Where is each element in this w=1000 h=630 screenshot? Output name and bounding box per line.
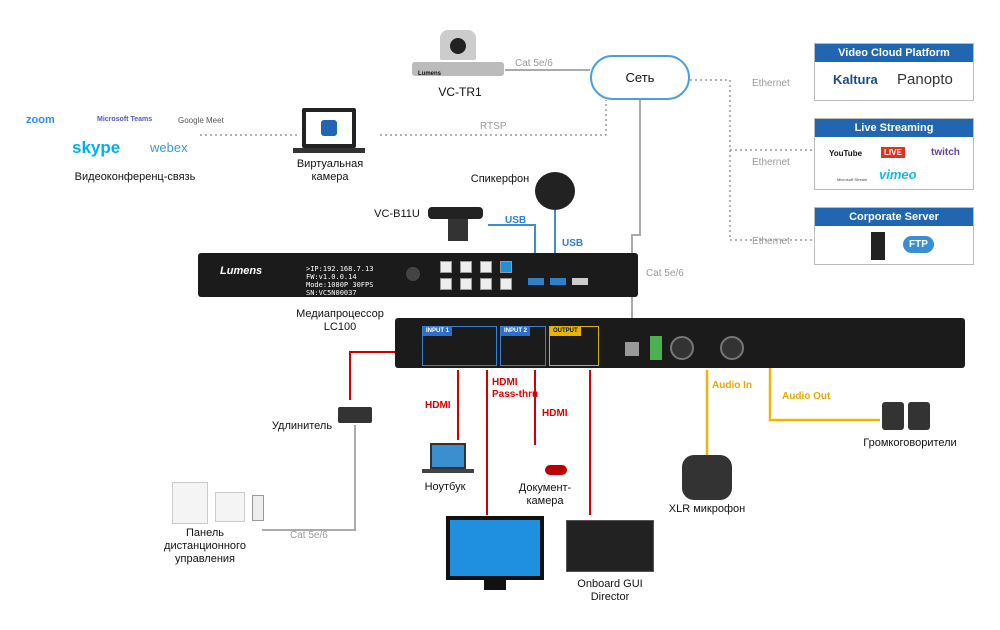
- usb-label: USB: [562, 238, 584, 249]
- virtual-camera-label: Виртуальная камера: [296, 158, 364, 183]
- lc100-rear: INPUT 1 INPUT 2 OUTPUT: [395, 318, 965, 368]
- teams-logo: Microsoft Teams: [97, 116, 153, 123]
- ethernet-label: Ethernet: [752, 78, 790, 89]
- webcam-label: VC-B11U: [374, 208, 420, 220]
- ethernet-label: Ethernet: [752, 157, 790, 168]
- control-knob[interactable]: [406, 267, 420, 281]
- cat-label-top: Cat 5e/6: [515, 58, 553, 69]
- ms-stream-logo: Microsoft Stream: [837, 177, 868, 182]
- scene-button[interactable]: [440, 278, 452, 290]
- laptop-base: [293, 148, 365, 153]
- switch-button[interactable]: [500, 278, 512, 290]
- monitor: [446, 516, 544, 580]
- ethernet-label: Ethernet: [752, 236, 790, 247]
- pbp-button[interactable]: [480, 278, 492, 290]
- ethernet-port: [625, 342, 639, 356]
- remote-label: Панель дистанционного управления: [164, 527, 246, 565]
- speaker: [908, 402, 930, 430]
- vimeo-logo: vimeo: [879, 167, 917, 182]
- monitor-stand: [484, 580, 506, 590]
- cat-label-remote: Cat 5e/6: [290, 530, 328, 541]
- speakerphone-label: Спикерфон: [470, 173, 530, 185]
- gui-label: Onboard GUI Director: [577, 578, 643, 603]
- xlr-port: [720, 336, 744, 360]
- kaltura-logo: Kaltura: [833, 72, 878, 87]
- usb-port: [572, 278, 588, 285]
- usb-drive-icon: [252, 495, 264, 521]
- rtsp-label: RTSP: [480, 121, 507, 132]
- network-cloud: [590, 55, 690, 100]
- panopto-logo: Panopto: [897, 71, 953, 88]
- laptop-label: Ноутбук: [424, 481, 466, 493]
- audio-in-label: Audio In: [712, 380, 752, 391]
- hdmi-passthru-label: HDMI Pass-thru: [492, 377, 539, 400]
- lumens-logo: Lumens: [220, 265, 263, 277]
- remote-panel: [215, 492, 245, 522]
- usb-port: [550, 278, 566, 285]
- twitch-logo: twitch: [931, 147, 960, 158]
- virtual-camera-laptop: [302, 108, 356, 148]
- ftp-icon: FTP: [903, 236, 934, 253]
- xlr-label: XLR микрофон: [668, 503, 746, 515]
- zoom-logo: zoom: [26, 114, 55, 126]
- stream-button[interactable]: [460, 261, 472, 273]
- speaker: [882, 402, 904, 430]
- usb-port: [528, 278, 544, 285]
- skype-logo: skype: [72, 138, 121, 157]
- speakerphone: [535, 172, 575, 210]
- document-camera: [545, 465, 567, 475]
- input2-group: INPUT 2: [500, 326, 546, 366]
- facebook-live-logo: LIVE: [881, 147, 905, 158]
- webex-logo: webex: [150, 140, 188, 155]
- remote-panel: [172, 482, 208, 524]
- hdmi-label: HDMI: [425, 400, 451, 411]
- speakers-label: Громкоговорители: [863, 437, 957, 449]
- video-cloud-panel: Video Cloud Platform Kaltura Panopto: [814, 43, 974, 101]
- cat-label-right: Cat 5e/6: [646, 268, 684, 279]
- camera-app-icon: [321, 120, 337, 136]
- laptop: [430, 443, 466, 469]
- record-button[interactable]: [440, 261, 452, 273]
- corporate-server-panel: Corporate Server FTP: [814, 207, 974, 265]
- output-group: OUTPUT: [549, 326, 599, 366]
- document-camera-label: Документ- камера: [518, 482, 572, 507]
- xlr-port: [670, 336, 694, 360]
- screen-line: SN:VC5N00037: [306, 289, 357, 297]
- power-button[interactable]: [500, 261, 512, 273]
- lc100-label: Медиапроцессор LC100: [296, 308, 384, 333]
- lc100-front: Lumens >IP:192.168.7.13 FW:v1.0.0.14 Mod…: [198, 253, 638, 297]
- webcam: [428, 207, 483, 219]
- audio-out-label: Audio Out: [782, 391, 831, 402]
- live-streaming-panel: Live Streaming YouTube LIVE twitch Micro…: [814, 118, 974, 190]
- server-icon: [871, 232, 885, 260]
- youtube-logo: YouTube: [829, 149, 863, 158]
- screen-line: >IP:192.168.7.13: [306, 265, 374, 273]
- extender: [338, 407, 372, 423]
- xlr-microphone: [682, 455, 732, 500]
- screen-line: FW:v1.0.0.14: [306, 273, 357, 281]
- webcam-stand: [448, 219, 468, 241]
- extender-label: Удлинитель: [271, 420, 333, 432]
- usb-label: USB: [505, 215, 527, 226]
- network-label: Сеть: [625, 70, 655, 85]
- vc-tr1-label: VC-TR1: [438, 85, 482, 99]
- screen-line: Mode:1080P 30FPS: [306, 281, 374, 289]
- panel-title: Video Cloud Platform: [815, 44, 973, 62]
- input1-group: INPUT 1: [422, 326, 497, 366]
- panel-title: Corporate Server: [815, 208, 973, 226]
- ptz-camera-base: Lumens: [412, 62, 504, 77]
- meet-logo: Google Meet: [178, 116, 224, 125]
- hdmi-label: HDMI: [542, 408, 568, 419]
- pip-button[interactable]: [460, 278, 472, 290]
- gui-director-screenshot: [566, 520, 654, 572]
- ptz-camera: [440, 30, 476, 60]
- laptop-base: [422, 469, 474, 473]
- vc-label: Видеоконференц-связь: [74, 171, 196, 183]
- panel-title: Live Streaming: [815, 119, 973, 137]
- rs232-port: [650, 336, 662, 360]
- layout-button[interactable]: [480, 261, 492, 273]
